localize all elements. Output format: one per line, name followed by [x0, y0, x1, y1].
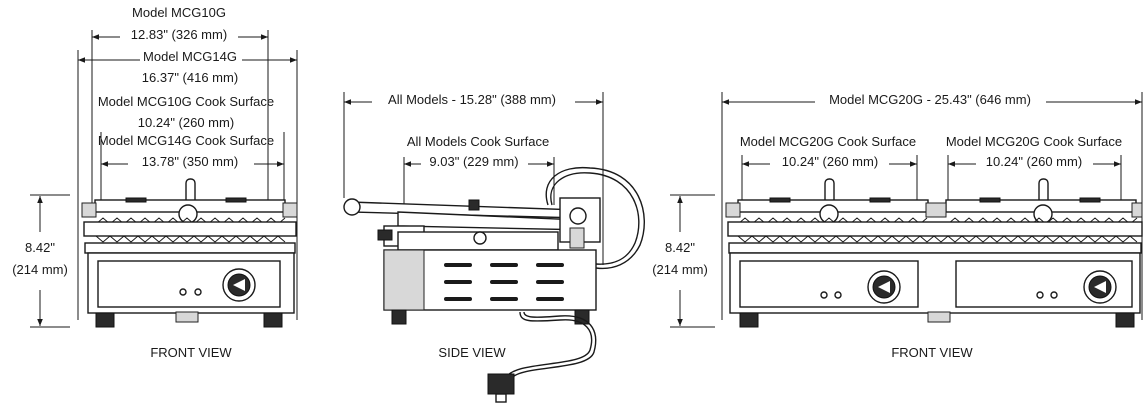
indicator-light-icon	[834, 291, 842, 299]
front-view-caption: FRONT VIEW	[150, 345, 232, 360]
width-mcg14g-label: 16.37" (416 mm)	[142, 70, 238, 85]
height-mm-label: (214 mm)	[12, 262, 68, 277]
grill-side	[343, 166, 645, 403]
mcg20g-height-in: 8.42"	[665, 240, 695, 255]
side-cook-label: All Models Cook Surface	[407, 134, 549, 149]
indicator-light-icon	[1050, 291, 1058, 299]
grill-front-double	[725, 178, 1143, 328]
cook-width-mcg10g-label: 10.24" (260 mm)	[138, 115, 234, 130]
side-overall-label: All Models - 15.28" (388 mm)	[388, 92, 556, 107]
side-view: All Models - 15.28" (388 mm) All Models …	[343, 92, 645, 403]
mcg20g-cook-left-width: 10.24" (260 mm)	[782, 154, 878, 169]
front-view-right: Model MCG20G - 25.43" (646 mm) Model MCG…	[652, 92, 1143, 360]
width-mcg10g-label: 12.83" (326 mm)	[131, 27, 227, 42]
temperature-dial-icon	[867, 270, 901, 304]
indicator-light-icon	[179, 288, 187, 296]
indicator-light-icon	[1036, 291, 1044, 299]
cook-width-mcg14g-label: 13.78" (350 mm)	[142, 154, 238, 169]
vent-slots	[444, 263, 564, 301]
handle-knob-icon	[343, 198, 361, 216]
front-view-left: Model MCG10G 12.83" (326 mm) Model MCG14…	[12, 5, 298, 360]
height-in-label: 8.42"	[25, 240, 55, 255]
power-cord-plug-icon	[487, 373, 515, 403]
cook-mcg10g-label: Model MCG10G Cook Surface	[98, 94, 274, 109]
indicator-light-icon	[194, 288, 202, 296]
indicator-light-icon	[820, 291, 828, 299]
mcg20g-cook-right-label: Model MCG20G Cook Surface	[946, 134, 1122, 149]
model-mcg14g-label: Model MCG14G	[143, 49, 237, 64]
mcg20g-height-mm: (214 mm)	[652, 262, 708, 277]
model-mcg10g-label: Model MCG10G	[132, 5, 226, 20]
temperature-dial-icon	[1083, 270, 1117, 304]
cook-mcg14g-label: Model MCG14G Cook Surface	[98, 133, 274, 148]
front-view-right-caption: FRONT VIEW	[891, 345, 973, 360]
mcg20g-cook-left-label: Model MCG20G Cook Surface	[740, 134, 916, 149]
mcg20g-overall-label: Model MCG20G - 25.43" (646 mm)	[829, 92, 1031, 107]
temperature-dial-icon	[222, 268, 256, 302]
mcg20g-cook-right-width: 10.24" (260 mm)	[986, 154, 1082, 169]
grill-front-small	[81, 178, 298, 328]
side-cook-width-label: 9.03" (229 mm)	[429, 154, 518, 169]
side-view-caption: SIDE VIEW	[438, 345, 506, 360]
